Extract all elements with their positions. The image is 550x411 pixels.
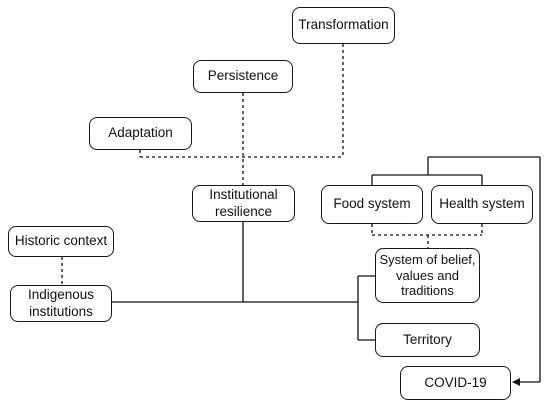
adaptation-label: Adaptation <box>108 125 173 141</box>
territory-label: Territory <box>403 331 452 347</box>
covid-label: COVID-19 <box>424 374 487 390</box>
territory-box: Territory <box>375 323 480 357</box>
transformation-label: Transformation <box>298 17 389 33</box>
persistence-label: Persistence <box>207 68 279 84</box>
transformation-box: Transformation <box>292 7 395 44</box>
persistence-box: Persistence <box>193 60 293 93</box>
food-system-label: Food system <box>333 196 411 212</box>
institutional-resilience-box: Institutional resilience <box>192 185 295 222</box>
food-system-box: Food system <box>321 185 423 224</box>
belief-system-box: System of belief, values and traditions <box>375 248 480 303</box>
covid-box: COVID-19 <box>400 366 511 400</box>
health-system-box: Health system <box>431 185 533 224</box>
adaptation-box: Adaptation <box>89 117 192 150</box>
health-system-label: Health system <box>439 196 525 212</box>
historic-context-box: Historic context <box>8 226 114 257</box>
belief-system-label: System of belief, values and traditions <box>379 252 476 299</box>
historic-context-label: Historic context <box>14 233 108 249</box>
indigenous-institutions-label: Indigenous institutions <box>27 287 95 319</box>
institutional-resilience-label: Institutional resilience <box>209 187 278 219</box>
indigenous-institutions-box: Indigenous institutions <box>10 285 112 322</box>
